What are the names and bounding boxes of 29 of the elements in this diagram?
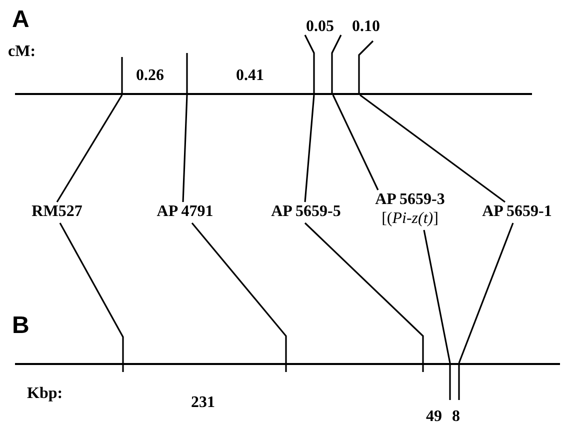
connector-line: [332, 94, 379, 190]
connector-line: [182, 94, 188, 202]
connector-line: [59, 222, 124, 363]
map-label: 8: [452, 409, 460, 425]
map-label: 49: [426, 409, 442, 425]
panel-letter: A: [12, 8, 30, 32]
marker-name: AP 5659-5: [271, 202, 341, 221]
gene-name: [(Pi-z(t)]: [382, 209, 438, 228]
chromosome-line: [15, 93, 532, 95]
map-label: Kbp:: [27, 386, 63, 402]
map-label: cM:: [8, 44, 36, 60]
marker-name: AP 5659-3: [375, 190, 445, 209]
panel-letter: B: [12, 314, 30, 338]
map-label: 0.26: [136, 68, 164, 84]
chromosome-line: [15, 363, 560, 365]
connector-line: [304, 94, 315, 202]
map-label: 0.41: [236, 68, 264, 84]
marker-name: AP 4791: [156, 202, 214, 221]
map-label: 0.10: [352, 19, 380, 35]
connector-line: [360, 94, 506, 203]
connector-line: [56, 94, 123, 202]
connector-line: [191, 222, 287, 363]
connector-line: [423, 230, 451, 364]
map-label: 0.05: [306, 19, 334, 35]
connector-line: [304, 222, 424, 363]
map-label: 231: [191, 395, 215, 411]
connector-line: [458, 222, 514, 364]
marker-name: AP 5659-1: [482, 202, 552, 221]
marker-name: RM527: [32, 202, 82, 221]
